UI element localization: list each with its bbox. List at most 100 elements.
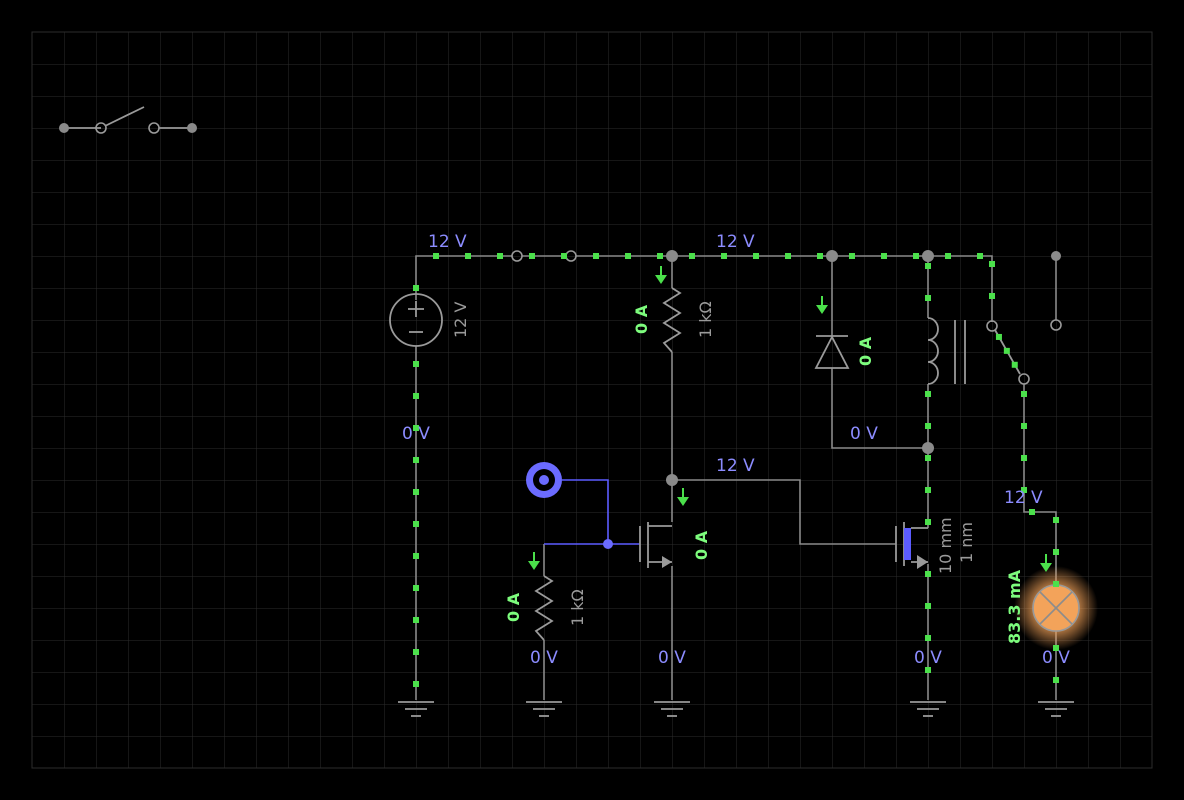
pullup-resistor[interactable] <box>662 287 682 353</box>
power-mosfet-width-label: 10 mm <box>936 517 955 574</box>
current-arrow-icon <box>677 488 689 506</box>
current-dot <box>881 253 887 259</box>
n-mosfet-icon[interactable] <box>639 522 672 568</box>
current-dot <box>913 253 919 259</box>
voltage-label-gnd-mosfet: 0 V <box>658 648 686 668</box>
current-label-mosfet: 0 A <box>692 530 711 560</box>
grid-background <box>31 31 1153 769</box>
current-dots <box>413 253 1059 687</box>
current-label-pulldown: 0 A <box>504 592 523 622</box>
current-dot <box>925 263 931 269</box>
current-dot <box>413 285 419 291</box>
ground-icon <box>526 701 562 717</box>
current-dot <box>413 425 419 431</box>
current-dot <box>413 649 419 655</box>
current-dot <box>1053 645 1059 651</box>
power-mosfet-oxide-label: 1 nm <box>957 522 976 563</box>
current-label-lamp: 83.3 mA <box>1005 569 1024 644</box>
dc-voltage-source-icon[interactable] <box>389 293 443 347</box>
pullup-resistance-label: 1 kΩ <box>696 301 715 338</box>
current-dot <box>465 253 471 259</box>
current-label-diode: 0 A <box>856 336 875 366</box>
relay-coil-icon[interactable] <box>927 317 966 385</box>
current-dot <box>925 635 931 641</box>
current-dot <box>995 333 1002 340</box>
current-dot <box>413 681 419 687</box>
spst-switch-icon[interactable] <box>59 106 197 134</box>
current-arrow-icon <box>816 296 828 314</box>
current-dot <box>925 391 931 397</box>
voltage-label-gnd-power: 0 V <box>914 648 942 668</box>
current-dot <box>1021 455 1027 461</box>
current-dot <box>785 253 791 259</box>
current-dot <box>925 603 931 609</box>
current-dot <box>529 253 535 259</box>
current-dot <box>1011 361 1018 368</box>
current-dot <box>1029 509 1035 515</box>
current-dot <box>925 487 931 493</box>
current-dot <box>625 253 631 259</box>
current-dot <box>413 585 419 591</box>
voltage-label-gnd-lamp: 0 V <box>1042 648 1070 668</box>
current-dot <box>1053 677 1059 683</box>
current-dot <box>1053 517 1059 523</box>
current-dot <box>989 261 995 267</box>
current-dot <box>721 253 727 259</box>
probe-wire <box>562 479 609 544</box>
voltage-label-diode-return: 0 V <box>850 424 878 444</box>
current-dot <box>413 393 419 399</box>
lamp-icon[interactable] <box>1014 566 1098 650</box>
power-mosfet[interactable] <box>895 522 928 569</box>
current-dot <box>925 295 931 301</box>
diode-icon[interactable] <box>814 335 850 369</box>
current-dot <box>561 253 567 259</box>
voltage-label-top-left: 12 V <box>428 232 467 252</box>
ground-icon <box>398 701 1074 717</box>
current-dot <box>925 667 931 673</box>
open-switch[interactable] <box>1050 251 1062 331</box>
voltage-label-collector: 12 V <box>716 456 755 476</box>
current-label-pullup: 0 A <box>632 304 651 334</box>
current-arrow-icon <box>655 266 667 284</box>
current-arrows <box>528 266 1052 572</box>
ground-icon <box>398 701 434 717</box>
pulldown-resistance-label: 1 kΩ <box>568 589 587 626</box>
ground-icon <box>654 701 690 717</box>
current-dot <box>497 253 503 259</box>
voltage-label-lamp: 12 V <box>1004 488 1043 508</box>
ground-icon <box>1038 701 1074 717</box>
current-dot <box>413 521 419 527</box>
current-dot <box>689 253 695 259</box>
current-dot <box>849 253 855 259</box>
current-dot <box>1021 391 1027 397</box>
current-dot <box>945 253 951 259</box>
battery-label: 12 V <box>451 302 470 338</box>
current-dot <box>753 253 759 259</box>
current-dot <box>977 253 983 259</box>
current-dot <box>593 253 599 259</box>
logic-input-probe-icon[interactable] <box>526 462 613 549</box>
junction-dots <box>666 250 934 486</box>
current-dot <box>413 489 419 495</box>
current-dot <box>925 519 931 525</box>
current-dot <box>413 617 419 623</box>
current-dot <box>1003 347 1010 354</box>
voltage-label-top-mid: 12 V <box>716 232 755 252</box>
ground-icon <box>910 701 946 717</box>
current-dot <box>1053 581 1059 587</box>
current-dot <box>413 457 419 463</box>
current-dot <box>433 253 439 259</box>
pulldown-resistor[interactable] <box>534 575 554 641</box>
voltage-label-left-rail: 0 V <box>402 424 430 444</box>
current-dot <box>413 361 419 367</box>
current-dot <box>1021 487 1027 493</box>
current-dot <box>657 253 663 259</box>
current-dot <box>989 293 995 299</box>
voltage-label-gnd-resistor: 0 V <box>530 648 558 668</box>
current-arrow-icon <box>528 552 540 570</box>
current-dot <box>1021 423 1027 429</box>
current-dot <box>925 423 931 429</box>
current-dot <box>925 571 931 577</box>
current-dot <box>817 253 823 259</box>
